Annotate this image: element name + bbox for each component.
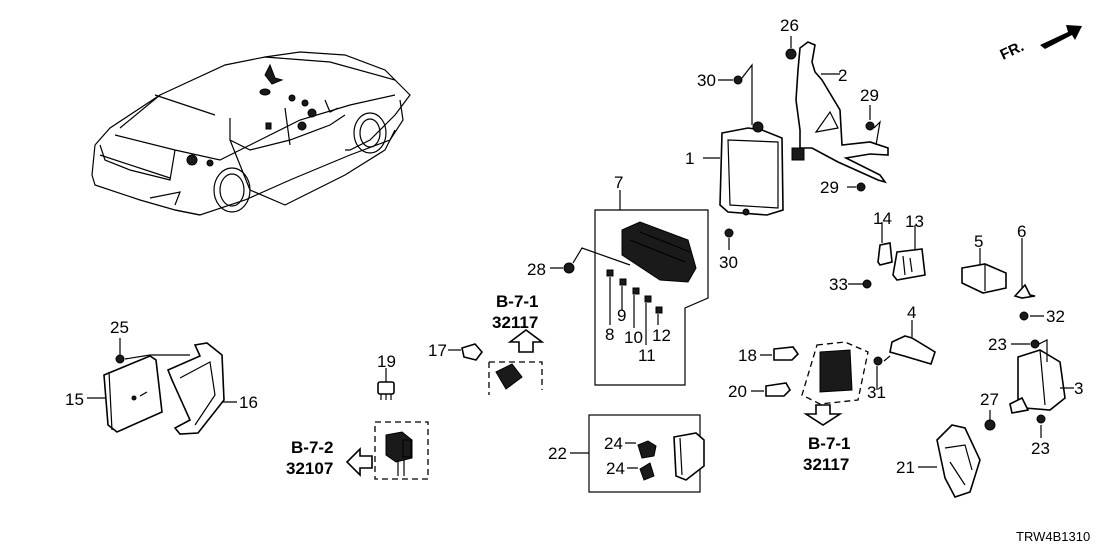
callout-30-lower[interactable]: 30 xyxy=(719,253,738,272)
part-32-bolt[interactable] xyxy=(1019,311,1029,321)
diagram-code: TRW4B1310 xyxy=(1016,529,1090,544)
part-23-nut-lower[interactable] xyxy=(1036,414,1046,424)
callout-24-lower[interactable]: 24 xyxy=(606,459,625,478)
part-18-connector[interactable] xyxy=(773,346,800,361)
part-20-connector[interactable] xyxy=(765,382,791,397)
part-14-bracket[interactable] xyxy=(877,242,893,266)
callout-27[interactable]: 27 xyxy=(980,390,999,409)
callout-5[interactable]: 5 xyxy=(974,232,983,251)
part-30-bolt-upper[interactable] xyxy=(733,75,743,85)
callout-24-upper[interactable]: 24 xyxy=(604,434,623,453)
part-28-screw[interactable] xyxy=(563,262,575,274)
part-23-nut-upper[interactable] xyxy=(1030,339,1040,349)
part-17-relay-connector[interactable] xyxy=(461,343,484,361)
callout-30-upper[interactable]: 30 xyxy=(697,71,716,90)
callout-25[interactable]: 25 xyxy=(110,318,129,337)
part-13-module[interactable] xyxy=(892,248,926,281)
callout-26[interactable]: 26 xyxy=(780,16,799,35)
callout-15[interactable]: 15 xyxy=(65,390,84,409)
callout-8[interactable]: 8 xyxy=(605,325,614,344)
front-direction-arrow-icon xyxy=(1040,25,1082,49)
callout-12[interactable]: 12 xyxy=(652,326,671,345)
part-7-fuse-box-group[interactable] xyxy=(594,190,709,386)
reference-arrow-up-1-icon xyxy=(507,329,545,353)
callout-22[interactable]: 22 xyxy=(548,444,567,463)
part-21-control-unit[interactable] xyxy=(936,424,981,498)
reference-section[interactable]: B-7-1 xyxy=(496,292,539,311)
part-1-control-unit[interactable] xyxy=(719,121,784,216)
part-6-bracket[interactable] xyxy=(1013,283,1036,299)
part-25-bolt[interactable] xyxy=(115,354,125,364)
callout-6[interactable]: 6 xyxy=(1017,222,1026,241)
part-30-bolt-lower[interactable] xyxy=(724,228,734,238)
reference-b-7-1-left[interactable]: B-7-1 32117 xyxy=(492,292,539,332)
reference-part-number[interactable]: 32107 xyxy=(286,459,333,478)
part-22-module[interactable] xyxy=(673,432,705,481)
part-33-bolt[interactable] xyxy=(862,279,872,289)
callout-1[interactable]: 1 xyxy=(685,149,694,168)
part-26-nut[interactable] xyxy=(785,48,797,60)
part-5-module[interactable] xyxy=(961,263,1007,294)
callout-23-upper[interactable]: 23 xyxy=(988,335,1007,354)
part-31-bolt[interactable] xyxy=(873,356,883,366)
vehicle-overview-illustration xyxy=(91,51,411,216)
reference-b-7-2[interactable]: B-7-2 32107 xyxy=(286,438,334,478)
front-direction-label: FR. xyxy=(998,38,1027,64)
callout-3[interactable]: 3 xyxy=(1074,379,1083,398)
callout-21[interactable]: 21 xyxy=(896,458,915,477)
part-16-bracket[interactable] xyxy=(166,342,225,435)
callout-9[interactable]: 9 xyxy=(617,306,626,325)
callout-29-lower[interactable]: 29 xyxy=(820,178,839,197)
callout-14[interactable]: 14 xyxy=(873,209,892,228)
callout-16[interactable]: 16 xyxy=(239,393,258,412)
callout-10[interactable]: 10 xyxy=(624,328,643,347)
callout-29-upper[interactable]: 29 xyxy=(860,86,879,105)
reference-arrow-left-icon xyxy=(345,447,373,477)
callout-19[interactable]: 19 xyxy=(377,352,396,371)
callout-7[interactable]: 7 xyxy=(614,173,623,192)
part-4-bracket[interactable] xyxy=(889,335,936,365)
callout-23-lower[interactable]: 23 xyxy=(1031,439,1050,458)
callout-labels: 1 2 3 4 5 6 7 8 9 10 11 12 13 14 15 16 1… xyxy=(65,16,1083,478)
part-19-relay[interactable] xyxy=(377,381,395,400)
part-27-nut[interactable] xyxy=(984,419,996,431)
callout-4[interactable]: 4 xyxy=(907,303,916,322)
fuses-8-12[interactable] xyxy=(606,269,663,314)
reference-arrow-down-icon xyxy=(803,404,843,426)
reference-b-7-1-right[interactable]: B-7-1 32117 xyxy=(803,434,851,474)
part-15-control-module[interactable] xyxy=(103,355,163,433)
callout-17[interactable]: 17 xyxy=(428,341,447,360)
relay-box-outline xyxy=(801,341,869,405)
callout-33[interactable]: 33 xyxy=(829,275,848,294)
part-24-cap-lower[interactable] xyxy=(639,462,655,481)
part-3-control-unit[interactable] xyxy=(1009,349,1066,414)
reference-part-number[interactable]: 32117 xyxy=(492,313,538,332)
reference-part-number[interactable]: 32117 xyxy=(803,455,849,474)
reference-section[interactable]: B-7-1 xyxy=(808,434,851,453)
reference-section[interactable]: B-7-2 xyxy=(291,438,334,457)
part-2-bracket[interactable] xyxy=(791,41,889,184)
callout-20[interactable]: 20 xyxy=(728,382,747,401)
callout-32[interactable]: 32 xyxy=(1046,307,1065,326)
callout-13[interactable]: 13 xyxy=(905,212,924,231)
callout-2[interactable]: 2 xyxy=(838,66,847,85)
part-29-nut-lower[interactable] xyxy=(856,182,866,192)
callout-11[interactable]: 11 xyxy=(638,346,656,365)
callout-18[interactable]: 18 xyxy=(738,346,757,365)
callout-31[interactable]: 31 xyxy=(867,383,886,402)
part-29-nut-upper[interactable] xyxy=(865,121,875,131)
part-24-cap-upper[interactable] xyxy=(637,440,657,459)
front-direction-indicator: FR. xyxy=(998,25,1082,64)
callout-28[interactable]: 28 xyxy=(527,260,546,279)
